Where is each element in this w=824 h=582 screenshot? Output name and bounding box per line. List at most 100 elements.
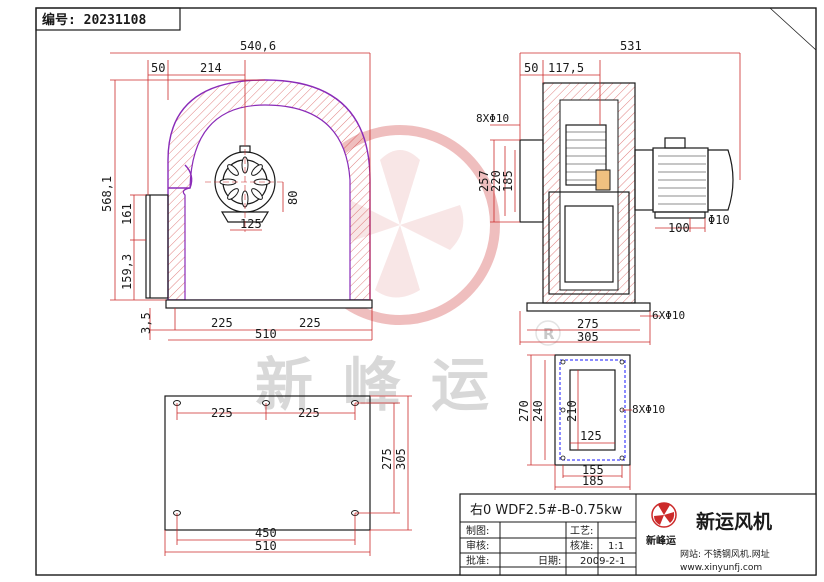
dim-motor-width: 125 <box>240 217 262 231</box>
side-inlet <box>519 139 544 223</box>
side-housing-inner <box>559 99 619 291</box>
tb-label-date: 日期: <box>538 555 561 567</box>
flange-hole <box>560 407 566 413</box>
side-motor-terminal <box>664 137 686 149</box>
dim-base-thickness: 3,5 <box>139 312 153 334</box>
logo-text: 新峰运 <box>646 534 676 547</box>
side-impeller <box>565 124 607 186</box>
dim-overall-height: 568,1 <box>100 176 114 212</box>
logo-petal <box>654 515 664 525</box>
dim-side-base-outer: 305 <box>577 330 599 344</box>
title-block-frame <box>459 493 817 576</box>
watermark-registered: R <box>543 325 555 343</box>
dim-side-overall: 531 <box>620 39 642 53</box>
volute-cutwater <box>168 164 193 189</box>
flange-hole <box>560 359 566 365</box>
dim-flange-inner-w: 125 <box>580 429 602 443</box>
watermark-petal <box>375 225 420 298</box>
drawing-border <box>35 7 817 576</box>
corner-diagonal <box>769 7 817 51</box>
front-view: 540,6 50 214 568,1 161 159,3 3,5 225 225… <box>100 39 373 341</box>
dim-flange-outer-w: 185 <box>582 474 604 488</box>
dim-motor-height: 80 <box>286 191 300 205</box>
tb-company: 新运风机 <box>696 510 772 533</box>
dim-side-base-holes: 6XΦ10 <box>652 309 685 322</box>
side-outlet-opening <box>564 205 614 283</box>
watermark-registered-ring <box>535 320 561 346</box>
impeller-blades <box>566 131 606 181</box>
motor-fin <box>251 188 263 200</box>
dim-side-flange-holes: 8XΦ10 <box>476 112 509 125</box>
flange-hole <box>560 455 566 461</box>
dim-flange-hole-w: 155 <box>582 463 604 477</box>
logo-petal <box>658 503 670 515</box>
dim-outlet-height: 161 <box>120 203 134 225</box>
company-logo <box>651 502 677 528</box>
front-base <box>165 299 373 309</box>
tb-model: 右0 WDF2.5#-B-0.75kw <box>470 503 623 518</box>
side-motor-bracket <box>634 149 654 211</box>
dim-outlet-base: 159,3 <box>120 254 134 290</box>
base-plan-view: 225 225 450 510 275 305 <box>164 395 412 556</box>
side-motor-foot <box>654 211 706 219</box>
dim-overall-width: 540,6 <box>240 39 276 53</box>
tb-date: 2009-2-1 <box>580 556 625 567</box>
flange-hole <box>619 359 625 365</box>
dim-base-depth-inner: 275 <box>380 448 394 470</box>
dim-side-257: 257 <box>477 170 491 192</box>
dim-inlet-center: 214 <box>200 61 222 75</box>
watermark-text: 新峰运 <box>255 351 519 419</box>
watermark-petal <box>380 150 420 225</box>
dim-flange-outer-h: 270 <box>517 400 531 422</box>
dim-side-base-inner: 275 <box>577 317 599 331</box>
motor-fin <box>227 188 239 200</box>
side-base <box>526 302 651 312</box>
tb-label-review: 审核: <box>466 539 489 552</box>
motor-fin <box>227 164 239 176</box>
dim-side-shaft-dia: Φ10 <box>708 213 730 227</box>
dim-base-width: 510 <box>255 327 277 341</box>
dim-flange-inner-h: 210 <box>565 400 579 422</box>
tb-label-draw: 制图: <box>466 524 489 537</box>
dim-base-hole-left: 225 <box>211 406 233 420</box>
tb-scale: 1:1 <box>608 541 624 552</box>
dim-base-hole-right: 225 <box>298 406 320 420</box>
flange-hole <box>619 455 625 461</box>
dim-base-hole-span: 450 <box>255 526 277 540</box>
tb-label-check: 核准: <box>570 539 593 552</box>
motor-ribs <box>658 155 706 205</box>
flange-opening <box>569 369 616 451</box>
dim-side-220: 220 <box>489 170 503 192</box>
side-coupling <box>595 169 611 191</box>
outlet-flange <box>145 194 169 299</box>
base-plate <box>164 395 371 531</box>
motor-fin <box>251 164 263 176</box>
dim-inlet-offset: 50 <box>151 61 165 75</box>
dim-side-flange-depth: 117,5 <box>548 61 584 75</box>
dim-flange-holes: 8XΦ10 <box>632 403 665 416</box>
dim-flange-hole-h: 240 <box>531 400 545 422</box>
title-block: 右0 WDF2.5#-B-0.75kw 制图: 审核: 批准: 工艺: 核准: … <box>459 493 817 576</box>
side-outlet-flange <box>548 191 630 295</box>
motor-mount <box>220 211 270 223</box>
dim-side-185: 185 <box>501 170 515 192</box>
flange-holes <box>560 359 625 461</box>
drawing-number: 编号: 20231108 <box>42 12 146 28</box>
dim-side-shaft-len: 100 <box>668 221 690 235</box>
flange-detail-view: 270 240 210 8XΦ10 125 155 185 <box>517 354 665 490</box>
logo-petal <box>664 512 675 523</box>
dim-base-plan-width: 510 <box>255 539 277 553</box>
dim-side-flange-offset: 50 <box>524 61 538 75</box>
dim-base-depth-outer: 305 <box>394 448 408 470</box>
watermark-petal <box>400 205 464 250</box>
dim-foot-left: 225 <box>211 316 233 330</box>
tb-label-process: 工艺: <box>570 525 593 537</box>
tb-website-url: www.xinyunfj.com <box>680 563 762 573</box>
tb-website-label: 网站: 不锈钢风机.网址 <box>680 548 770 560</box>
header-box <box>35 7 181 31</box>
tb-label-approve: 批准: <box>466 554 489 567</box>
side-motor-end <box>707 149 734 211</box>
side-view: 531 50 117,5 8XΦ10 257 220 185 Φ10 100 6… <box>476 39 741 345</box>
dim-foot-right: 225 <box>299 316 321 330</box>
